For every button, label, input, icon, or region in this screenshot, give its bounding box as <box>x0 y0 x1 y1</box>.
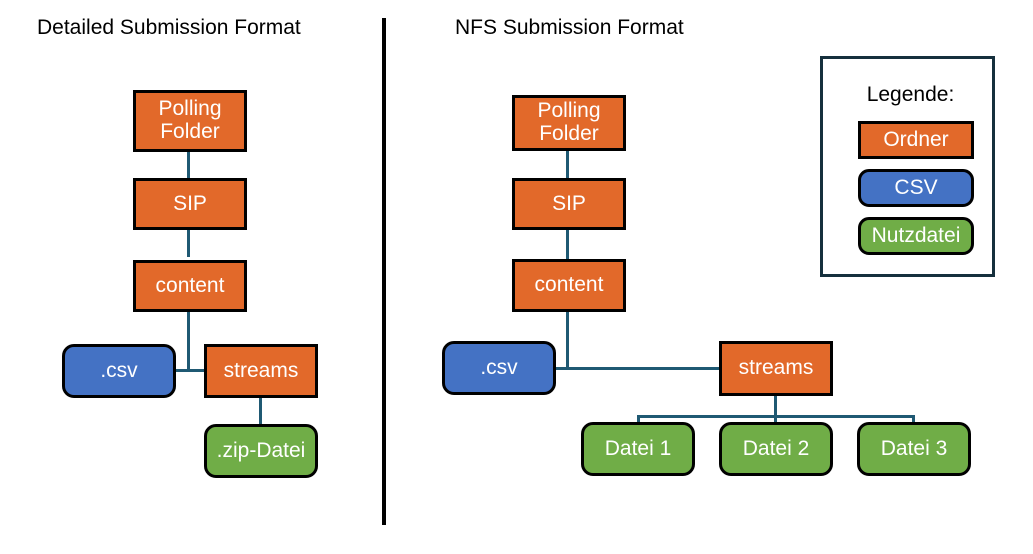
node-label: Datei 3 <box>880 436 948 460</box>
legend-panel: Legende: Ordner CSV Nutzdatei <box>820 56 995 277</box>
connector-right-polling-to-sip <box>566 150 569 179</box>
legend-item-label: Nutzdatei <box>871 224 961 247</box>
node-right-sip[interactable]: SIP <box>512 178 626 230</box>
legend-item-nutzdatei: Nutzdatei <box>858 217 974 255</box>
node-label: .csv <box>480 355 518 379</box>
page-title-right: NFS Submission Format <box>455 16 684 39</box>
node-right-datei-2[interactable]: Datei 2 <box>719 422 833 476</box>
node-right-content[interactable]: content <box>512 259 626 312</box>
node-left-content[interactable]: content <box>133 260 247 312</box>
page-title-left: Detailed Submission Format <box>37 16 301 39</box>
connector-right-csv-to-streams <box>556 367 720 370</box>
node-right-streams[interactable]: streams <box>719 341 833 396</box>
connector-right-bus-to-datei3-drop <box>912 415 915 423</box>
node-label: .zip-Datei <box>216 438 306 462</box>
connector-left-streams-to-zip <box>259 398 262 425</box>
connector-right-bus-to-datei1-drop <box>637 415 640 423</box>
node-label: .csv <box>100 358 138 382</box>
connector-left-polling-to-sip <box>187 152 190 179</box>
node-left-zip-datei[interactable]: .zip-Datei <box>204 424 318 478</box>
node-left-csv[interactable]: .csv <box>62 344 176 398</box>
connector-right-streams-drop <box>774 396 777 417</box>
connector-right-sip-to-content <box>566 230 569 259</box>
legend-item-csv: CSV <box>858 169 974 207</box>
node-right-csv[interactable]: .csv <box>442 341 556 395</box>
node-label: content <box>155 273 225 297</box>
node-label: SIP <box>173 191 207 215</box>
node-label: streams <box>223 358 299 382</box>
connector-right-content-drop <box>566 312 569 370</box>
panel-divider <box>382 18 386 525</box>
node-label: streams <box>738 356 814 380</box>
node-left-streams[interactable]: streams <box>204 344 318 398</box>
legend-item-label: Ordner <box>883 128 949 151</box>
node-label: content <box>534 273 604 297</box>
legend-item-ordner: Ordner <box>858 121 974 159</box>
legend-title: Legende: <box>866 83 955 106</box>
node-label: Datei 1 <box>604 436 672 460</box>
node-label: SIP <box>552 191 586 215</box>
connector-left-content-drop <box>187 312 190 371</box>
node-label: Datei 2 <box>742 436 810 460</box>
connector-left-sip-to-content <box>187 230 190 257</box>
node-right-datei-3[interactable]: Datei 3 <box>857 422 971 476</box>
node-right-datei-1[interactable]: Datei 1 <box>581 422 695 476</box>
node-left-sip[interactable]: SIP <box>133 178 247 230</box>
connector-right-bus-to-datei2-drop <box>774 415 777 423</box>
connector-left-csv-to-streams <box>176 369 206 372</box>
legend-item-label: CSV <box>894 176 938 199</box>
